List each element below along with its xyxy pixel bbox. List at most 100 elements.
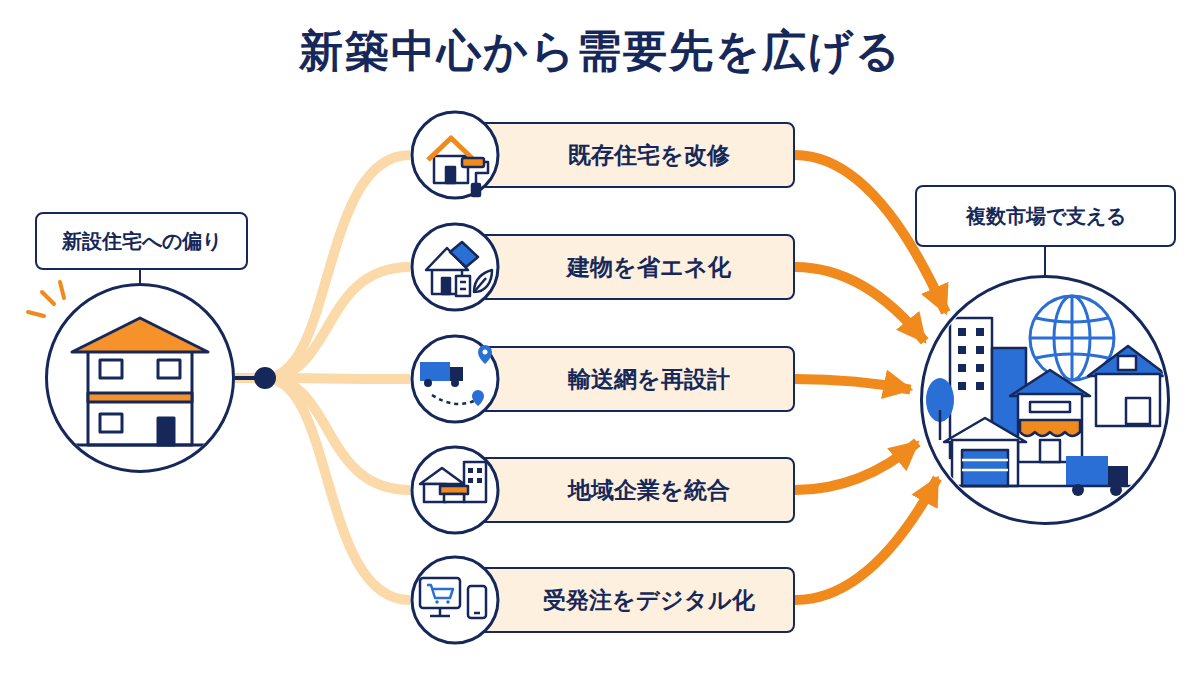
regional-icon-part (440, 486, 468, 494)
digital-icon-part (446, 600, 450, 604)
connector-arrow (795, 442, 917, 490)
house-illustration-part (88, 393, 192, 402)
icon-circle-part (412, 557, 498, 643)
city-illustration-part (1072, 484, 1084, 496)
globe-symbol-part (1030, 296, 1114, 380)
digital-icon-part (420, 578, 460, 608)
house-illustration-part (60, 444, 220, 447)
logistics-icon-part (451, 379, 459, 387)
city-illustration-part (926, 378, 954, 422)
strategy-box: 建物を省エネ化 (410, 222, 795, 312)
logistics-icon-part (472, 390, 484, 406)
globe-symbol-part (1036, 318, 1108, 322)
box-body: 地域企業を統合 (455, 457, 795, 523)
city-illustration-part (1018, 394, 1082, 462)
box-body: 受発注をデジタル化 (455, 567, 795, 633)
alert-mark-part (28, 312, 44, 316)
icon-circle (412, 112, 498, 643)
box-text: 輸送網を再設計 (568, 364, 730, 395)
market-circle: 新設住宅への偏り (45, 283, 235, 473)
regional-icon-part (464, 462, 486, 502)
market-circle: 複数市場で支える (920, 275, 1170, 525)
city-illustration-part (1108, 466, 1128, 486)
connector-arrow (795, 379, 910, 390)
regional-icon-part (477, 478, 482, 483)
house-illustration-part (88, 345, 192, 445)
connector-arrow (235, 378, 410, 490)
energy-icon-part (474, 278, 486, 292)
house-illustration-part (100, 414, 122, 432)
city-illustration-part (976, 382, 984, 390)
city-illustration (920, 296, 1170, 496)
connector-arrow (235, 155, 410, 378)
city-illustration-part (1088, 346, 1168, 376)
icon-circle-part (412, 447, 498, 533)
strategy-box: 地域企業を統合 (410, 445, 795, 535)
logistics-icon-part (424, 379, 432, 387)
strategy-box: 既存住宅を改修 (410, 110, 795, 200)
globe-symbol (1030, 296, 1114, 380)
regional-icon-part (424, 484, 446, 502)
city-illustration-part (952, 440, 1018, 486)
regional-icon (420, 462, 486, 502)
energy-icon-part (474, 270, 492, 292)
connector-arrow (795, 267, 925, 341)
city-illustration-part (939, 410, 942, 440)
city-illustration-part (958, 328, 966, 336)
globe-symbol-part (1030, 337, 1114, 340)
city-illustration-part (976, 346, 984, 354)
renovation-icon-part (462, 158, 484, 167)
regional-icon-part (477, 468, 482, 473)
heading-text: 新設住宅への偏り (62, 228, 222, 255)
box-text: 既存住宅を改修 (568, 140, 730, 171)
leader-line-part (1044, 245, 1046, 276)
renovation-icon-part (472, 184, 480, 196)
renovation-icon (428, 138, 488, 196)
globe-symbol-part (1071, 296, 1074, 380)
city-illustration-part (1040, 440, 1060, 462)
logistics-icon-part (420, 362, 450, 381)
icon-circle-part (412, 112, 498, 198)
icon-circle-part (412, 336, 498, 422)
city-illustration-part (976, 364, 984, 372)
city-illustration-part (1126, 398, 1150, 424)
leader-line-part (139, 268, 141, 284)
box-text: 建物を省エネ化 (567, 252, 731, 283)
city-illustration-part (976, 328, 984, 336)
house-illustration-part (158, 360, 180, 378)
regional-icon-part (468, 468, 473, 473)
energy-icon-part (426, 248, 468, 270)
connector-arrow (235, 267, 410, 378)
city-illustration-part (1096, 374, 1160, 426)
diagram-title: 新築中心から需要先を広げる (0, 22, 1200, 81)
energy-icon-part (460, 281, 466, 284)
regional-icon-part (468, 478, 473, 483)
digital-icon-part (439, 608, 442, 616)
box-text: 受発注をデジタル化 (543, 585, 755, 616)
digital-icon-part (435, 600, 439, 604)
city-illustration-part (1110, 484, 1122, 496)
renovation-icon-part (476, 162, 488, 184)
energy-icon-part (450, 242, 478, 267)
logistics-icon-part (483, 350, 488, 355)
city-illustration-part (1010, 370, 1090, 396)
icon-circle-part (412, 224, 498, 310)
regional-icon-part (420, 468, 464, 484)
leader-line (140, 245, 1045, 284)
globe-symbol-part (1054, 296, 1090, 380)
city-illustration-part (1118, 356, 1136, 370)
junction-dot-part (254, 367, 276, 389)
heading-label: 複数市場で支える (915, 185, 1176, 247)
junction-dot-part (235, 376, 262, 380)
energy-icon (426, 242, 492, 296)
strategy-box: 受発注をデジタル化 (410, 555, 795, 645)
city-illustration-part (944, 418, 1026, 442)
logistics-icon (420, 345, 492, 406)
city-illustration-part (958, 346, 966, 354)
city-illustration-part (920, 485, 1170, 488)
heading-text: 複数市場で支える (966, 203, 1126, 230)
house-illustration-part (100, 360, 122, 378)
box-text: 地域企業を統合 (568, 475, 730, 506)
city-illustration-part (958, 382, 966, 390)
